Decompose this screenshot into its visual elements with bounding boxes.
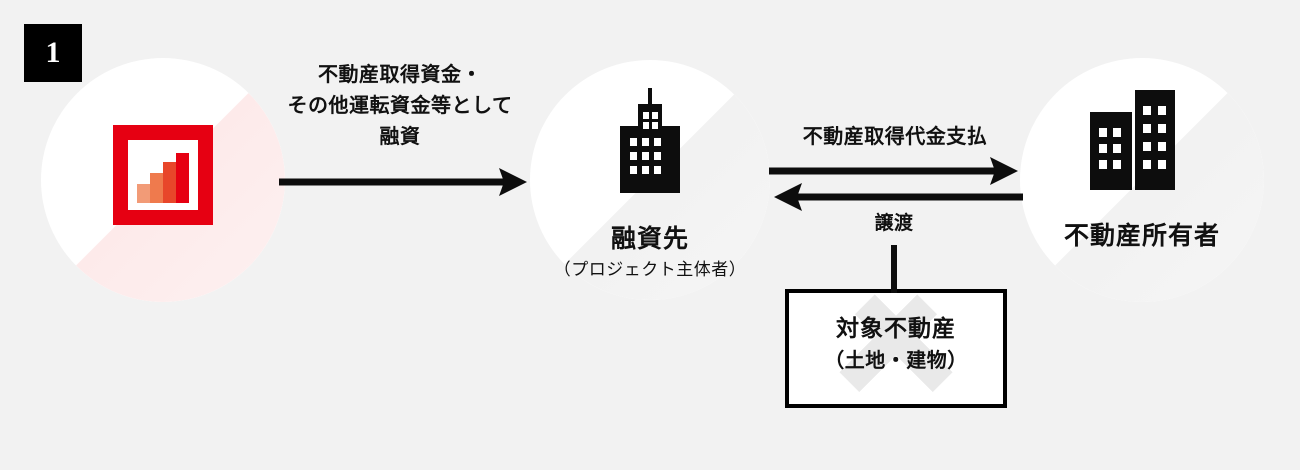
bar-chart-icon-bar-2 [150,173,163,203]
target-property-box: 対象不動産 （土地・建物） [785,289,1007,408]
step-number-label: 1 [45,36,61,69]
payment-edge-label-text: 不動産取得代金支払 [802,126,988,148]
node-property-owner [1020,58,1264,302]
loan-edge-label-line-2: その他運転資金等として [287,95,513,117]
payment-arrow-pair [769,157,1023,211]
two-buildings-icon [1090,90,1175,190]
target-property-title: 対象不動産 [836,315,956,341]
bar-chart-icon-bar-3 [163,162,176,203]
target-property-box-text: 対象不動産 （土地・建物） [789,293,1003,374]
loan-edge-label: 不動産取得資金・ その他運転資金等として 融資 [250,60,550,153]
loan-edge-label-line-1: 不動産取得資金・ [318,64,482,86]
node-property-owner-caption: 不動産所有者 [1000,222,1284,251]
payment-edge-label: 不動産取得代金支払 [745,120,1045,149]
bar-chart-icon-bars [137,153,189,203]
node-lender [41,58,285,302]
node-borrower-caption: 融資先 （プロジェクト主体者） [500,225,800,281]
transfer-connector-line [891,245,897,293]
loan-arrow-right [279,168,527,196]
bar-chart-icon-bar-4 [176,153,189,203]
target-property-subtitle: （土地・建物） [824,349,968,372]
bar-chart-icon [113,125,213,225]
loan-edge-label-line-3: 融資 [379,126,421,148]
transfer-edge-label-text: 譲渡 [874,213,914,234]
step-number-badge: 1 [24,24,82,82]
transfer-edge-label: 譲渡 [834,208,954,235]
bar-chart-icon-bar-1 [137,184,150,203]
node-borrower-subtitle: （プロジェクト主体者） [553,259,747,279]
tower-building-icon [620,88,680,193]
node-borrower-title: 融資先 [610,225,689,253]
node-property-owner-title: 不動産所有者 [1063,222,1220,250]
